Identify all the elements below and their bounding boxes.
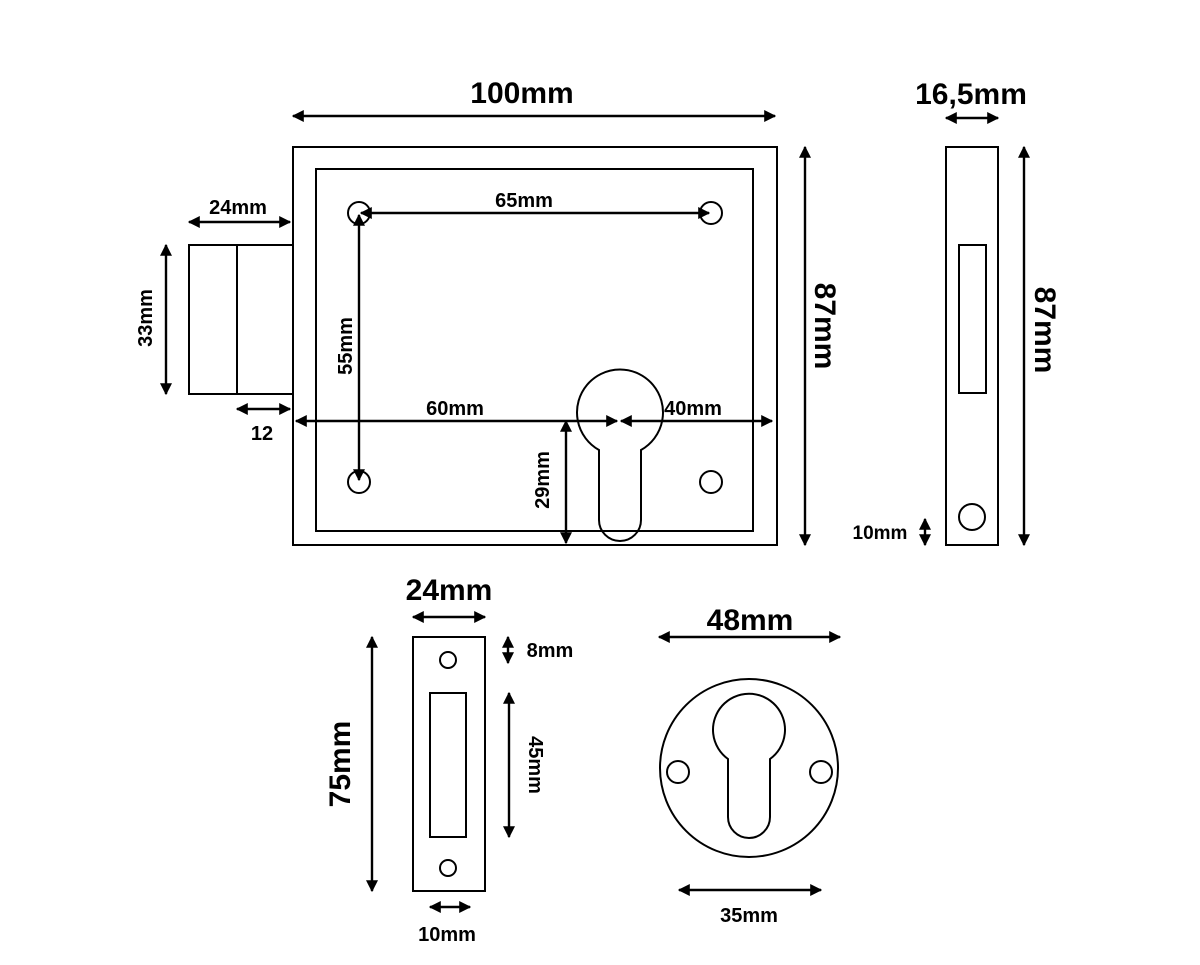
strike-plate-view: 24mm 75mm 8mm 45mm 10mm	[324, 574, 573, 946]
label-strike-slot-width: 10mm	[418, 924, 476, 946]
label-bolt-width: 24mm	[209, 197, 267, 219]
label-bolt-offset: 12	[251, 423, 273, 445]
escutcheon-hole-right	[809, 760, 833, 784]
label-side-width: 16,5mm	[915, 78, 1027, 111]
label-strike-slot-height: 45mm	[524, 736, 546, 794]
label-cylinder-right: 40mm	[664, 398, 722, 420]
label-strike-width: 24mm	[406, 574, 493, 607]
label-body-height: 87mm	[808, 283, 841, 370]
lock-bolt	[188, 244, 294, 395]
side-screw-hole	[958, 503, 986, 531]
strike-screw-hole-top	[439, 651, 457, 669]
escutcheon-view: 48mm 35mm	[657, 604, 842, 927]
side-bolt-slot	[958, 244, 987, 394]
label-escutcheon-hole-spacing: 35mm	[720, 905, 778, 927]
strike-slot	[429, 692, 467, 838]
label-strike-height: 75mm	[324, 721, 357, 808]
label-strike-top-offset: 8mm	[527, 640, 574, 662]
escutcheon-hole-left	[666, 760, 690, 784]
escutcheon-cylinder-cutout	[712, 692, 786, 839]
strike-plate	[412, 636, 486, 892]
label-cylinder-height: 29mm	[532, 451, 554, 509]
side-plate	[945, 146, 999, 546]
label-cylinder-left: 60mm	[426, 398, 484, 420]
label-side-hole-offset: 10mm	[853, 523, 908, 544]
lock-body-inner	[315, 168, 754, 532]
label-escutcheon-diameter: 48mm	[707, 604, 794, 637]
label-side-height: 87mm	[1028, 287, 1061, 374]
escutcheon-rose	[659, 678, 839, 858]
label-body-width: 100mm	[470, 77, 573, 110]
lock-body-view: 100mm 87mm 24mm 33mm 12 65mm 55mm 60mm 4…	[135, 77, 841, 547]
side-view: 16,5mm 87mm 10mm	[853, 78, 1061, 547]
screw-hole-bottom-right	[699, 470, 723, 494]
label-hole-spacing-v: 55mm	[335, 317, 357, 375]
strike-screw-hole-bottom	[439, 859, 457, 877]
label-hole-spacing-h: 65mm	[495, 190, 553, 212]
label-bolt-height: 33mm	[135, 289, 157, 347]
cylinder-cutout	[576, 368, 664, 542]
